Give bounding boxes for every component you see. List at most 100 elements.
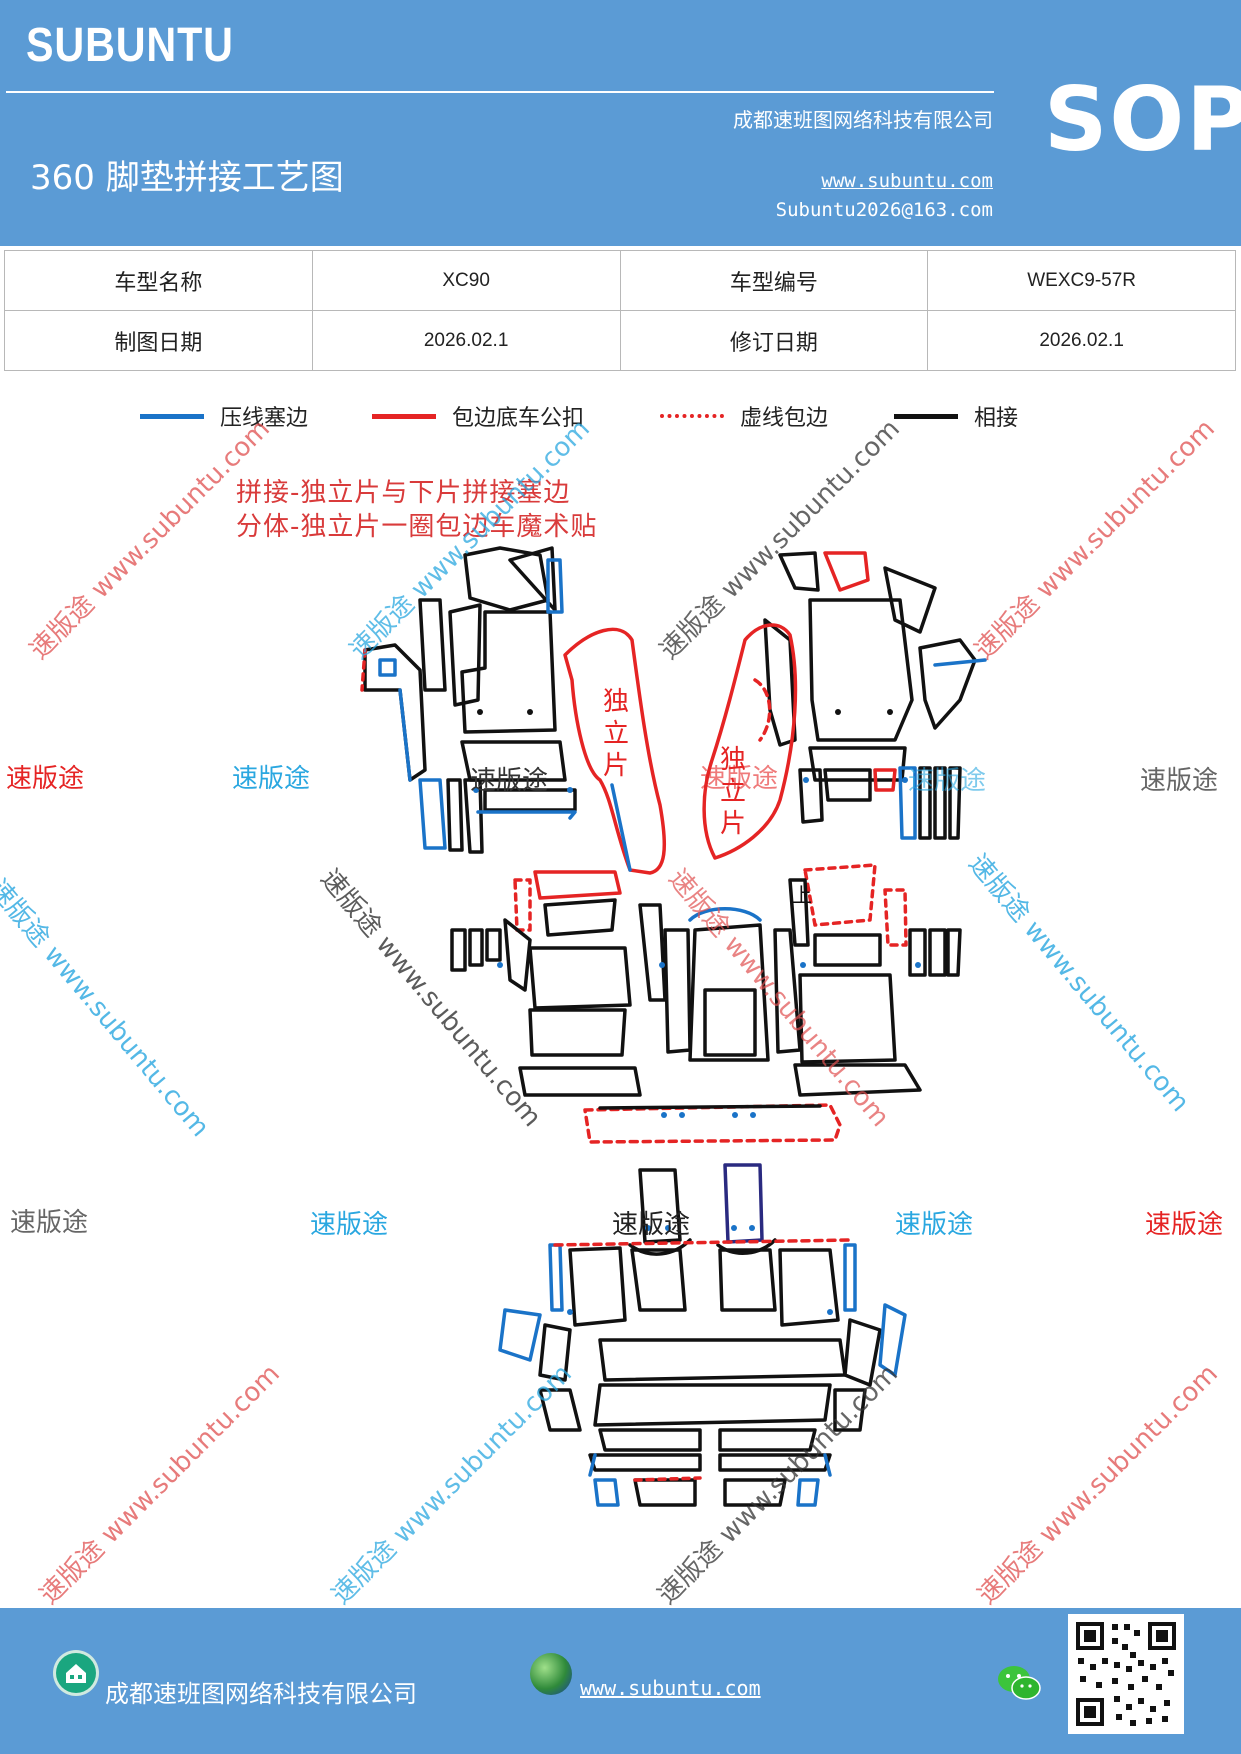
- footer-website-link[interactable]: www.subuntu.com: [580, 1676, 761, 1700]
- fastener-dot: [567, 1309, 573, 1315]
- mat-piece-outline: [908, 928, 927, 977]
- header-divider: [6, 91, 994, 93]
- table-row: 制图日期 2026.02.1 修订日期 2026.02.1: [4, 310, 1236, 371]
- mat-piece-outline: [450, 928, 467, 972]
- mat-piece-outline: [688, 907, 762, 922]
- mat-piece-outline: [798, 768, 824, 824]
- mat-piece-outline: [463, 546, 550, 612]
- mat-piece-outline: [463, 778, 484, 854]
- third-row-mat-cluster: [498, 1163, 907, 1507]
- standalone-label-b: 独 立 片: [720, 745, 754, 839]
- legend-swatch-red-dotted: [660, 414, 724, 418]
- fastener-dot: [731, 1225, 737, 1231]
- fastener-dot: [473, 787, 479, 793]
- standalone-label-b-char: 片: [720, 809, 746, 839]
- mat-piece-outline: [460, 740, 567, 782]
- mat-piece-outline: [793, 1063, 922, 1097]
- mat-piece-outline: [553, 1238, 852, 1247]
- fastener-dot: [645, 1225, 651, 1231]
- mat-piece-outline: [588, 1453, 702, 1472]
- legend-label: 压线塞边: [220, 406, 309, 431]
- mat-piece-outline: [688, 923, 770, 1062]
- mat-piece-outline: [788, 878, 810, 947]
- draw-date-label: 制图日期: [4, 310, 313, 371]
- legend-label: 相接: [974, 406, 1019, 431]
- legend-label: 虚线包边: [740, 406, 829, 431]
- watermark-text: 速版途: [700, 764, 779, 794]
- mat-piece-outline: [593, 1383, 832, 1427]
- watermark-text: 速版途: [908, 766, 987, 796]
- mat-piece-outline: [528, 946, 632, 1010]
- fastener-dot: [800, 962, 806, 968]
- mat-piece-outline: [883, 566, 937, 634]
- mat-piece-outline: [918, 766, 932, 840]
- mat-piece-outline: [538, 1323, 572, 1382]
- mat-piece-outline: [823, 768, 872, 802]
- second-row-mat-cluster: [450, 863, 962, 1144]
- page-header: SUBUNTU 成都速班图网络科技有限公司 360 脚垫拼接工艺图 www.su…: [0, 0, 1241, 246]
- fastener-dot: [827, 1309, 833, 1315]
- fastener-dot: [749, 1225, 755, 1231]
- standalone-piece-a: [563, 627, 667, 875]
- mat-piece-outline: [360, 648, 367, 692]
- mat-piece-outline: [703, 988, 757, 1057]
- standalone-piece-seam: [753, 678, 772, 742]
- mat-piece-outline: [468, 928, 484, 967]
- fastener-dot: [679, 1112, 685, 1118]
- mat-piece-outline: [513, 878, 532, 932]
- mat-piece-outline: [883, 888, 908, 947]
- watermark-text: 速版途: [10, 1208, 89, 1238]
- mat-piece-outline: [533, 870, 622, 900]
- mat-piece-outline: [718, 1428, 817, 1452]
- mat-piece-outline: [593, 1478, 620, 1507]
- company-name: 成都速班图网络科技有限公司: [733, 108, 993, 132]
- mat-piece-outline: [778, 551, 820, 592]
- standalone-piece-b: [702, 623, 798, 860]
- mat-piece-outline: [418, 778, 447, 850]
- mat-piece-outline: [796, 1478, 820, 1507]
- mat-piece-outline: [508, 546, 557, 612]
- contact-email[interactable]: Subuntu2026@163.com: [775, 199, 993, 221]
- mat-piece-outline: [546, 558, 564, 614]
- legend-swatch-red: [372, 413, 436, 419]
- mat-piece-outline: [663, 928, 692, 1054]
- mat-piece-outline: [778, 1248, 840, 1327]
- model-name-value: XC90: [311, 250, 621, 311]
- mat-piece-outline: [798, 973, 897, 1064]
- standalone-piece-outline: [702, 623, 798, 860]
- mat-piece-outline: [598, 1338, 847, 1382]
- watermark-text: 速版途: [612, 1210, 691, 1240]
- mat-piece-outline: [543, 898, 617, 937]
- fastener-dot: [665, 1225, 671, 1231]
- mat-piece-outline: [918, 638, 977, 730]
- model-code-label: 车型编号: [619, 250, 929, 311]
- mat-piece-outline: [528, 1008, 627, 1057]
- mat-piece-outline: [716, 1238, 777, 1255]
- mat-piece-outline: [583, 1103, 842, 1144]
- mat-piece-outline: [763, 618, 797, 747]
- legend-item-press-seam: 压线塞边: [140, 400, 308, 432]
- home-icon-glyph: [66, 1664, 86, 1683]
- globe-icon: [530, 1653, 572, 1695]
- legend-item-joined: 相接: [894, 400, 1018, 432]
- fastener-dot: [732, 1112, 738, 1118]
- legend-swatch-black: [894, 413, 958, 419]
- legend-item-binding-buckle: 包边底车公扣: [372, 400, 584, 432]
- wechat-icon[interactable]: [996, 1663, 1042, 1703]
- mat-piece-outline: [633, 1478, 697, 1507]
- draw-date-value: 2026.02.1: [311, 310, 621, 371]
- standalone-label-a-char: 片: [603, 751, 629, 781]
- fastener-dot: [497, 962, 503, 968]
- marker-top: 上: [792, 883, 812, 907]
- sop-label: SOP: [1044, 68, 1241, 171]
- mat-piece-outline: [588, 1453, 597, 1477]
- watermark-text: 速版途: [1140, 766, 1219, 796]
- mat-piece-outline: [568, 1246, 627, 1327]
- mat-piece-outline: [398, 688, 412, 782]
- mat-piece-outline: [823, 1453, 832, 1477]
- website-link[interactable]: www.subuntu.com: [821, 170, 993, 192]
- mat-piece-outline: [808, 598, 914, 742]
- legend-label: 包边底车公扣: [452, 406, 585, 431]
- mat-piece-outline: [538, 1388, 582, 1432]
